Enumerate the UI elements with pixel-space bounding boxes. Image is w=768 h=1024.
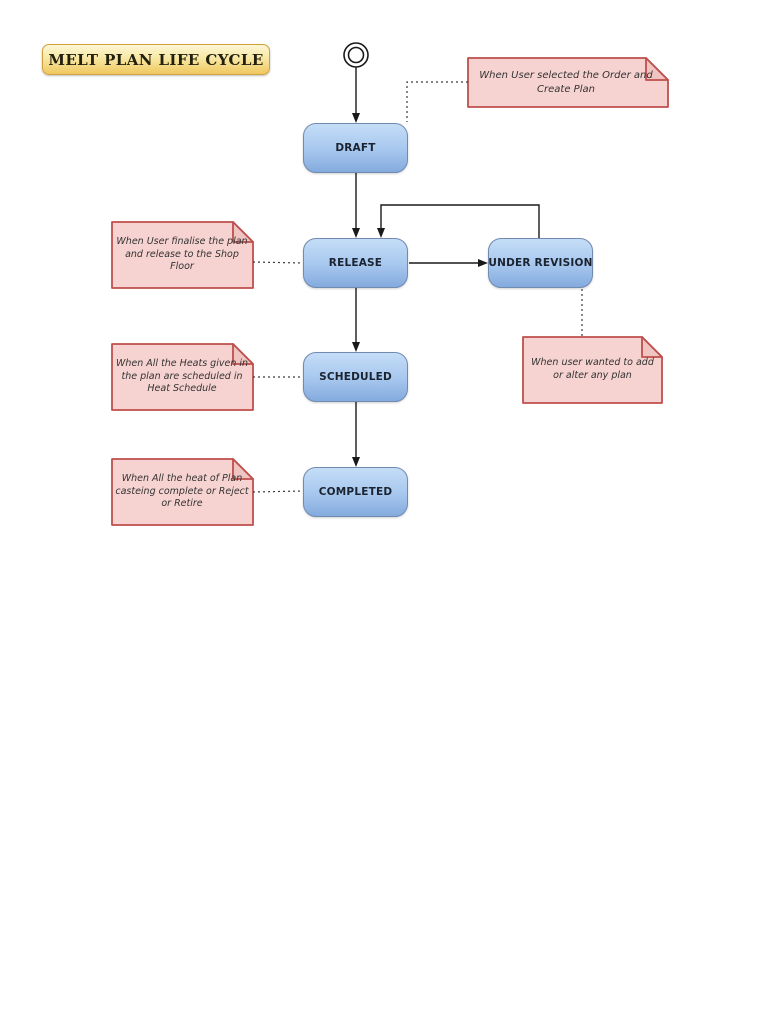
state-release: RELEASE [303,238,408,288]
state-completed-label: COMPLETED [318,486,393,498]
note-connector-release [252,261,304,264]
note-revision: When user wanted to add or alter any pla… [531,357,654,381]
diagram-title-box: MELT PLAN LIFE CYCLE [42,44,270,75]
transition-lines [355,67,540,457]
note-shape-revision [522,336,663,404]
state-draft-label: DRAFT [335,142,376,154]
state-under-revision: UNDER REVISION [488,238,593,288]
note-release: When User finalise the plan and release … [116,235,248,273]
note-create: When User selected the Order and Create … [479,70,653,95]
arrowhead-scheduled-completed [352,457,360,467]
note-shape-scheduled [111,343,254,411]
initial-state-node [343,42,369,68]
state-draft: DRAFT [303,123,408,173]
note-connector-create [406,81,468,122]
arrowhead-release-scheduled [352,342,360,352]
arrowhead-release-underrevision [478,259,488,267]
arrowhead-start-draft [352,113,360,123]
note-scheduled: When All the Heats given in the plan are… [115,357,249,395]
state-scheduled-label: SCHEDULED [319,371,392,383]
arrowheads [352,113,488,467]
note-shape-create [467,57,669,108]
note-connectors [252,81,583,493]
note-completed: When All the heat of Plan casteing compl… [115,472,249,510]
note-connector-completed [252,490,304,493]
state-completed: COMPLETED [303,467,408,517]
note-shape-completed [111,458,254,526]
note-shape-release [111,221,254,289]
arrowhead-draft-release [352,228,360,238]
diagram-title: MELT PLAN LIFE CYCLE [48,50,264,69]
arrowhead-underrevision-release [377,228,385,238]
state-release-label: RELEASE [328,257,383,269]
state-scheduled: SCHEDULED [303,352,408,402]
state-under-revision-label: UNDER REVISION [488,257,593,269]
transition-underrevision-release [380,204,540,238]
